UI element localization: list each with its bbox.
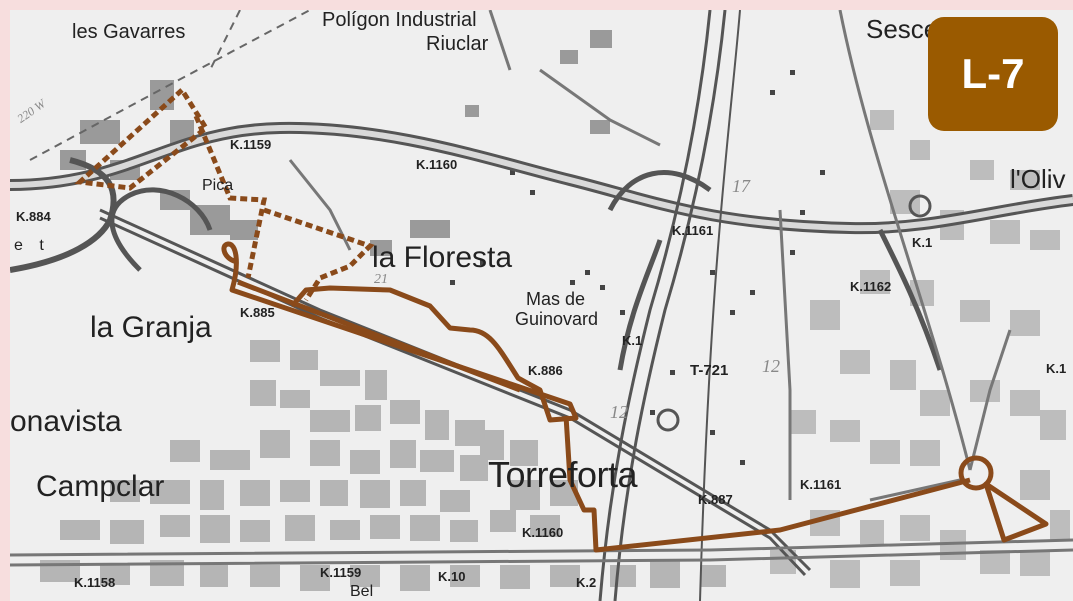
roads <box>10 10 1073 567</box>
route-dashed <box>74 86 375 302</box>
power-line <box>29 10 311 161</box>
place-la-floresta: la Floresta <box>372 241 513 274</box>
urban-blocks <box>40 340 726 591</box>
km-marker: K.1 <box>1046 361 1067 376</box>
km-marker: K.885 <box>240 305 275 320</box>
km-marker: K.1162 <box>850 279 892 294</box>
route-badge-label: L-7 <box>961 50 1025 97</box>
place-torreforta: Torreforta <box>488 454 638 495</box>
route-solid <box>221 241 1049 553</box>
km-marker: K.1159 <box>230 137 272 152</box>
km-marker: K.1159 <box>320 565 362 580</box>
km-marker: K.1161 <box>672 223 714 238</box>
place-mas-de: Mas de <box>526 289 586 309</box>
map-number: 12 <box>762 356 780 376</box>
place-campclar: Campclar <box>36 470 165 503</box>
place-oliv: l'Oliv <box>1010 164 1066 194</box>
map-number: 17 <box>732 176 750 196</box>
km-marker: K.1 <box>622 333 643 348</box>
map-number: 12 <box>610 402 628 422</box>
km-marker: K.10 <box>438 569 466 584</box>
place-et: e t <box>14 237 50 254</box>
topographic-map[interactable]: les Gavarres Polígon Industrial Riuclar … <box>10 10 1073 601</box>
place-bel: Bel <box>350 583 374 600</box>
map-number: 21 <box>374 272 388 287</box>
km-marker: K.1160 <box>416 157 458 172</box>
km-marker: K.2 <box>576 575 597 590</box>
roundabout <box>958 455 994 491</box>
place-riuclar: Riuclar <box>426 33 489 55</box>
place-guinovard: Guinovard <box>515 309 599 329</box>
km-marker: K.1 <box>912 235 933 250</box>
small-buildings <box>450 70 825 465</box>
place-pica: Pica <box>202 177 234 194</box>
km-marker: K.1158 <box>74 575 116 590</box>
place-bonavista: onavista <box>10 405 122 438</box>
km-marker: K.1161 <box>800 477 842 492</box>
place-la-granja: la Granja <box>90 311 212 344</box>
map-drawing <box>10 10 1073 601</box>
km-marker: K.886 <box>528 363 563 378</box>
road-label-t721: T-721 <box>690 362 729 379</box>
km-marker: K.884 <box>16 209 51 224</box>
place-poligon-industrial: Polígon Industrial <box>322 10 477 31</box>
km-marker: K.887 <box>698 492 733 507</box>
route-badge: L-7 <box>928 17 1058 131</box>
place-les-gavarres: les Gavarres <box>72 21 186 43</box>
km-marker: K.1160 <box>522 525 564 540</box>
